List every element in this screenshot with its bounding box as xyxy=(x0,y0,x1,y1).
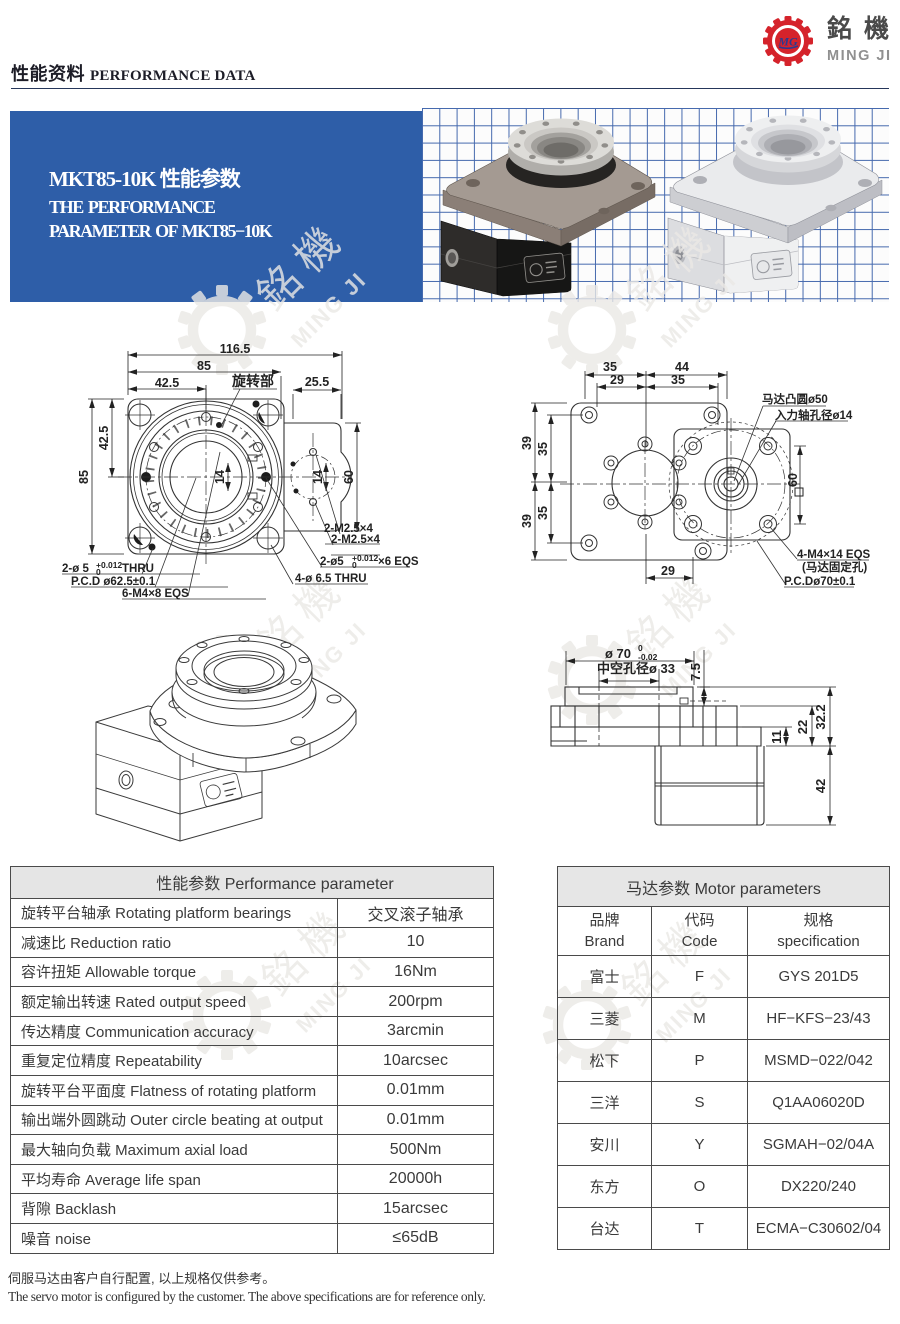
svg-text:2-M2.5×4: 2-M2.5×4 xyxy=(324,523,374,535)
svg-text:马达凸圆ø50: 马达凸圆ø50 xyxy=(762,392,828,406)
svg-text:35: 35 xyxy=(536,442,550,456)
svg-text:MG: MG xyxy=(777,35,798,49)
svg-text:85: 85 xyxy=(197,359,211,373)
svg-text:60: 60 xyxy=(786,473,800,487)
svg-text:60: 60 xyxy=(342,470,356,484)
svg-text:35: 35 xyxy=(536,506,550,520)
svg-text:14: 14 xyxy=(213,470,227,484)
svg-text:35: 35 xyxy=(671,373,685,387)
svg-text:MING JI: MING JI xyxy=(827,48,891,64)
svg-text:14: 14 xyxy=(311,470,325,484)
svg-text:42.5: 42.5 xyxy=(97,426,111,450)
svg-text:×6 EQS: ×6 EQS xyxy=(378,556,419,568)
svg-text:2-M2.5×4: 2-M2.5×4 xyxy=(331,534,381,546)
svg-text:85: 85 xyxy=(77,470,91,484)
svg-text:中空孔径ø 33: 中空孔径ø 33 xyxy=(597,661,675,676)
svg-text:0: 0 xyxy=(96,567,101,577)
svg-text:4-M4×14 EQS: 4-M4×14 EQS xyxy=(797,549,871,561)
svg-text:P.C.D ø62.5±0.1: P.C.D ø62.5±0.1 xyxy=(71,576,156,588)
svg-text:2-ø5: 2-ø5 xyxy=(320,556,344,568)
svg-text:旋转部: 旋转部 xyxy=(231,373,274,389)
svg-text:P.C.Dø70±0.1: P.C.Dø70±0.1 xyxy=(784,576,856,588)
svg-text:0: 0 xyxy=(352,560,357,570)
svg-text:42: 42 xyxy=(813,779,828,793)
svg-text:22: 22 xyxy=(795,720,810,734)
svg-text:29: 29 xyxy=(610,373,624,387)
svg-text:11: 11 xyxy=(769,730,784,744)
svg-text:ø 70: ø 70 xyxy=(605,646,631,661)
svg-text:42.5: 42.5 xyxy=(155,376,179,390)
svg-text:入力轴孔径ø14: 入力轴孔径ø14 xyxy=(775,408,853,422)
svg-text:6-M4×8 EQS: 6-M4×8 EQS xyxy=(122,588,189,600)
svg-text:39: 39 xyxy=(520,514,534,528)
svg-text:35: 35 xyxy=(603,360,617,374)
svg-text:+0.012: +0.012 xyxy=(96,560,123,570)
svg-text:4-ø 6.5 THRU: 4-ø 6.5 THRU xyxy=(295,573,367,585)
svg-text:2-ø 5: 2-ø 5 xyxy=(62,563,89,575)
svg-text:銘機: 銘機 xyxy=(827,14,900,43)
svg-text:116.5: 116.5 xyxy=(220,342,251,356)
svg-text:25.5: 25.5 xyxy=(305,375,329,389)
svg-text:32.2: 32.2 xyxy=(813,704,828,729)
svg-text:7.5: 7.5 xyxy=(688,663,703,681)
svg-text:39: 39 xyxy=(520,436,534,450)
svg-text:(马达固定孔): (马达固定孔) xyxy=(802,560,867,574)
svg-text:29: 29 xyxy=(661,564,675,578)
svg-text:THRU: THRU xyxy=(122,563,154,575)
svg-text:44: 44 xyxy=(675,360,689,374)
